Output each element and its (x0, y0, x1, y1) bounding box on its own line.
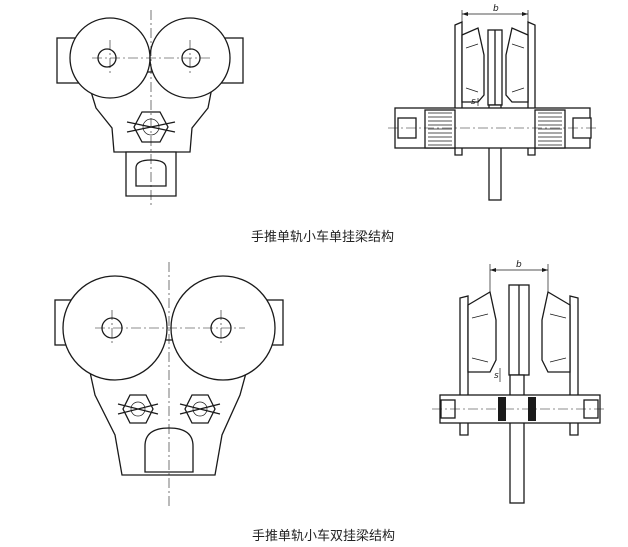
bottom-dim-arrow-right (542, 268, 548, 272)
top-wheel-detail (465, 43, 525, 93)
top-spring-right-coils (538, 112, 562, 146)
top-dim-arrow-right (522, 12, 528, 16)
top-side-view: b s (388, 4, 598, 201)
top-spring-left-coils (428, 112, 452, 146)
bottom-hanging-plate (509, 374, 525, 504)
bottom-wheel-detail (471, 313, 567, 363)
top-dim-s-label: s (471, 97, 476, 107)
top-dim-arrow-left (462, 12, 468, 16)
bottom-spacer-left (498, 397, 506, 421)
bottom-wheel-left (467, 290, 497, 373)
bottom-side-view: b s (432, 260, 606, 504)
bottom-dim-b-label: b (516, 260, 522, 270)
bottom-wheel-right (541, 290, 571, 373)
top-wheel-right (505, 27, 529, 103)
bottom-nut-right-bore (192, 401, 208, 417)
bottom-front-view (54, 262, 284, 508)
bottom-cotter-pin-left (117, 403, 159, 415)
bottom-dim-arrow-left (490, 268, 496, 272)
bottom-nut-left-bore (130, 401, 146, 417)
top-caption: 手推单轨小车单挂梁结构 (251, 230, 395, 245)
bottom-cotter-pin-right (179, 403, 221, 415)
top-front-view (56, 10, 244, 205)
top-dim-b-label: b (493, 4, 499, 14)
top-wheel-left (461, 27, 485, 103)
bottom-dim-s-label: s (494, 371, 499, 381)
bottom-caption: 手推单轨小车双挂梁结构 (252, 529, 396, 544)
